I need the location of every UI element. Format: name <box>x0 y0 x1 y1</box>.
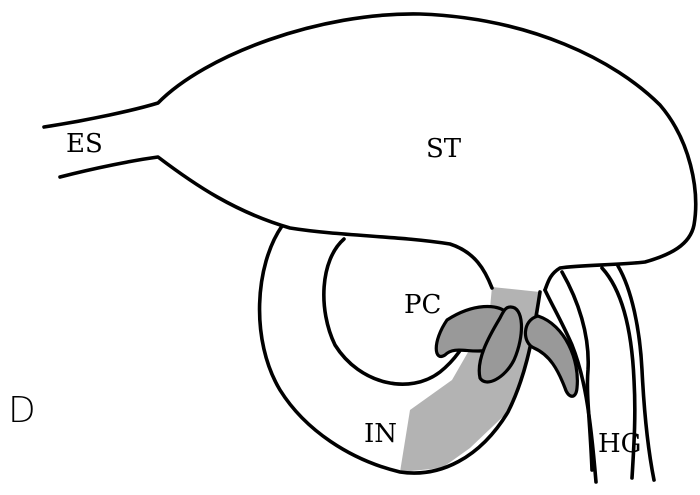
intestine-inner-outline <box>324 239 470 384</box>
panel-letter: D <box>8 390 36 431</box>
label-st: ST <box>426 134 462 164</box>
pyloric-caecum-right <box>525 316 577 396</box>
esophagus-lower-outline <box>60 157 492 288</box>
label-in: IN <box>364 419 397 449</box>
stomach-outline <box>44 14 696 290</box>
label-es: ES <box>66 129 103 159</box>
label-pc: PC <box>404 290 441 320</box>
label-hg: HG <box>598 429 641 459</box>
